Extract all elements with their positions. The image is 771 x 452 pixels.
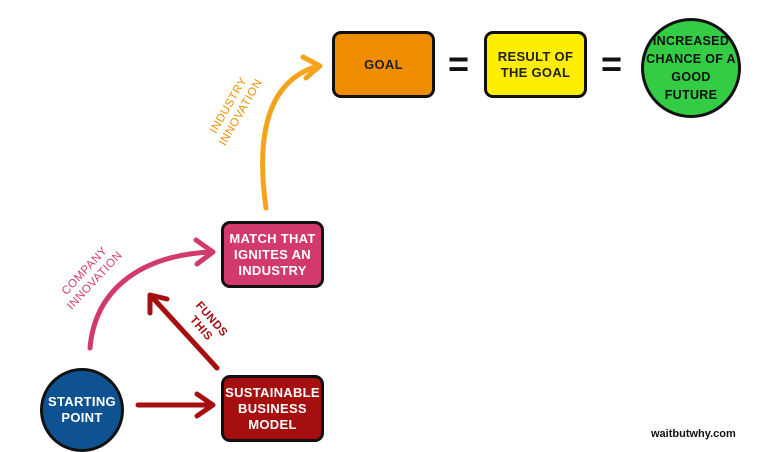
good-future-circle: INCREASED CHANCE OF A GOOD FUTURE [641, 18, 741, 118]
arrow-industry-innovation [260, 54, 323, 211]
arrow-start-to-business [135, 391, 216, 419]
arrow-funds-this [147, 292, 220, 371]
sustainable-business-box: SUSTAINABLE BUSINESS MODEL [221, 375, 324, 442]
equals-sign-1: = [448, 43, 470, 84]
source-credit: waitbutwhy.com [651, 428, 736, 440]
starting-point-circle: STARTING POINT [40, 368, 124, 452]
match-industry-box: MATCH THAT IGNITES AN INDUSTRY [221, 221, 324, 288]
arrow-company-innovation [87, 237, 216, 351]
goal-box: GOAL [332, 31, 435, 98]
result-label: RESULT OF THE GOAL [497, 48, 574, 80]
business-label: SUSTAINABLE BUSINESS MODEL [225, 384, 320, 432]
equals-sign-2: = [601, 43, 623, 84]
result-of-goal-box: RESULT OF THE GOAL [484, 31, 587, 98]
future-label: INCREASED CHANCE OF A GOOD FUTURE [646, 34, 736, 102]
match-label: MATCH THAT IGNITES AN INDUSTRY [229, 230, 316, 278]
start-label: STARTING POINT [48, 394, 116, 425]
goal-label: GOAL [364, 56, 403, 72]
